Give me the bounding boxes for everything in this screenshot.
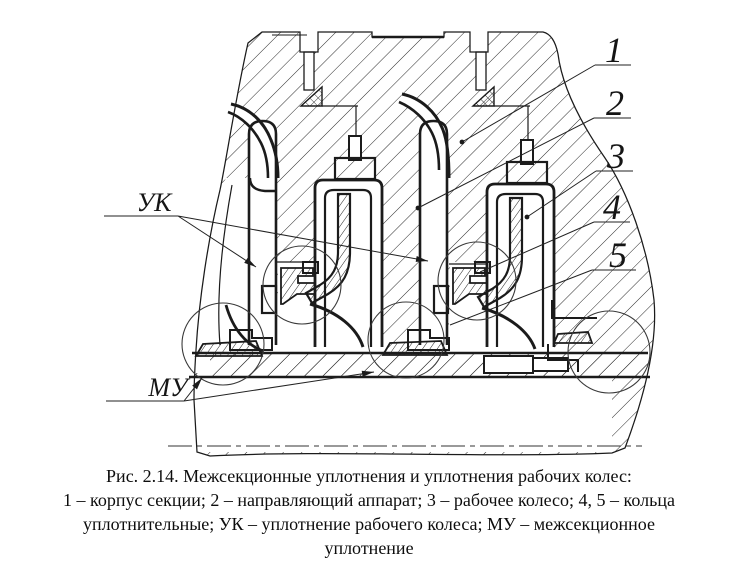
section-joint-seals (299, 85, 495, 107)
intersection-seal-ring-center (381, 340, 449, 356)
callout-3: 3 (606, 136, 625, 176)
leader-arrows (192, 256, 428, 390)
callout-5: 5 (609, 235, 627, 275)
caption-legend-line-3: уплотнение (324, 538, 414, 558)
leader-dots (415, 139, 530, 220)
impeller-shroud-strip-1 (304, 192, 352, 305)
caption-title: Рис. 2.14. Межсекционные уплотнения и уп… (106, 466, 632, 486)
caption-legend-line-2: уплотнительные; УК – уплотнение рабочего… (83, 514, 655, 534)
impeller-shroud-strip-2 (476, 196, 524, 309)
break-line-outline (193, 31, 656, 457)
intersection-seal-ring-right (552, 331, 594, 344)
part-outlines (224, 35, 597, 372)
figure-caption: Рис. 2.14. Межсекционные уплотнения и уп… (0, 464, 738, 560)
callout-uk: УК (137, 188, 173, 217)
thin-lines (218, 34, 530, 346)
callout-2: 2 (606, 83, 624, 123)
caption-legend-line-1: 1 – корпус секции; 2 – направляющий аппа… (63, 490, 675, 510)
callout-4: 4 (603, 187, 621, 227)
callout-mu: МУ (147, 373, 191, 402)
callout-1: 1 (605, 30, 623, 70)
intersection-seal-ring-left (194, 340, 264, 357)
detail-circles (181, 241, 651, 394)
leader-lines (104, 64, 636, 402)
